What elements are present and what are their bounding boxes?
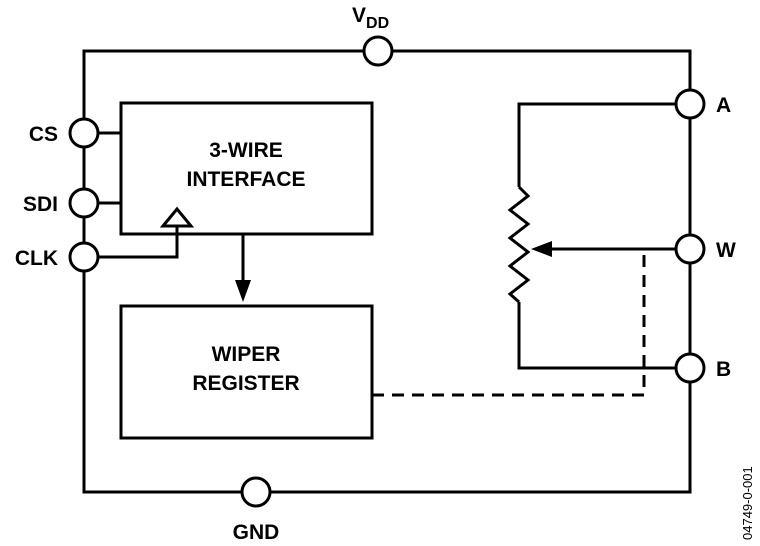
interface-block-title-line2: INTERFACE [186, 168, 305, 191]
a-label: A [716, 94, 731, 117]
cs-pin-pad [68, 117, 100, 149]
interface-block [119, 101, 374, 236]
figure-code: 04749-0-001 [740, 466, 755, 540]
interface-to-register-arrowhead [235, 280, 251, 302]
clock-edge-symbol [159, 206, 195, 228]
terminal-a-wire [517, 102, 690, 187]
w-label: W [716, 239, 736, 262]
b-label: B [716, 358, 731, 381]
sdi-pin-pad [68, 187, 100, 219]
clk-label: CLK [15, 247, 58, 270]
wiper-arrowhead [531, 241, 552, 257]
wiper-register-title-line1: WIPER [212, 343, 281, 366]
cs-label: CS [29, 123, 58, 146]
sdi-label: SDI [23, 193, 58, 216]
b-pin-pad [674, 352, 706, 384]
wiper-register-block [119, 304, 374, 440]
wiper-register-title-line2: REGISTER [192, 372, 299, 395]
a-pin-pad [674, 88, 706, 120]
clk-wire [84, 226, 179, 259]
wiper-control-dashed-line [372, 249, 646, 397]
terminal-b-wire [517, 302, 690, 370]
gnd-label: GND [233, 521, 280, 544]
vdd-label: VDD [352, 4, 389, 32]
interface-block-title-line1: 3-WIRE [209, 139, 283, 162]
w-pin-pad [674, 233, 706, 265]
resistor-element [507, 185, 531, 304]
vdd-pin-pad [362, 35, 394, 67]
gnd-pin-pad [240, 476, 272, 508]
clk-pin-pad [68, 241, 100, 273]
package-outline [82, 49, 692, 494]
